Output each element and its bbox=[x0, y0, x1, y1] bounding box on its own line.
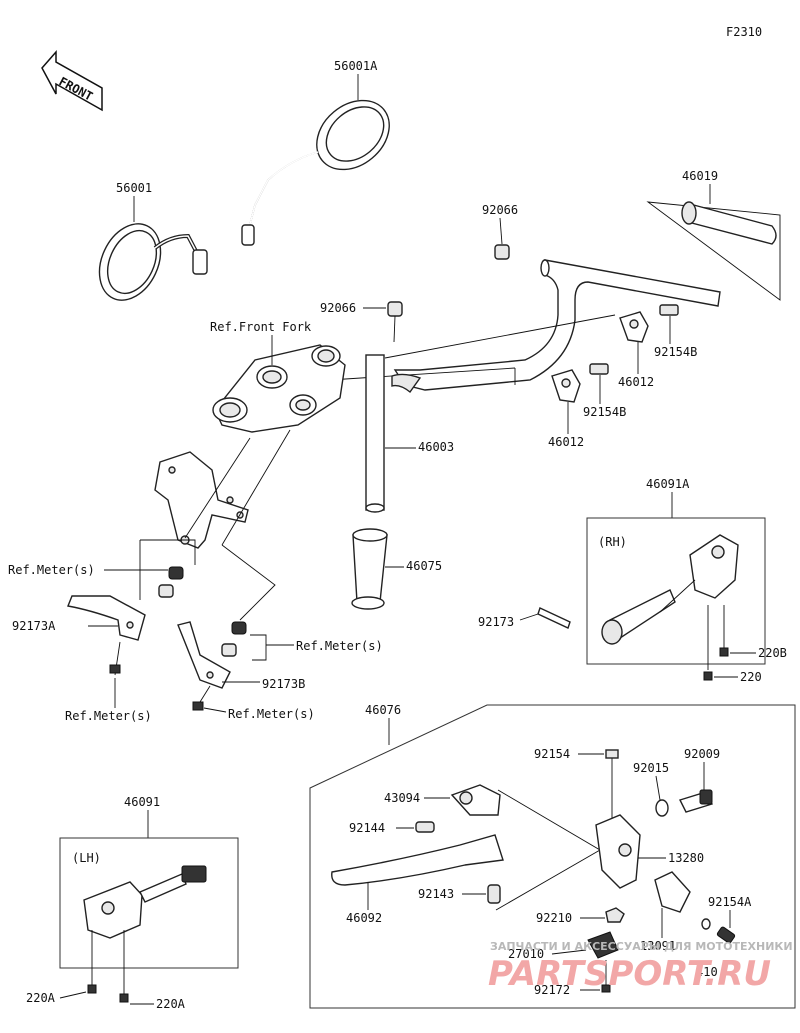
label-92173B: 92173B bbox=[262, 677, 305, 691]
switch-27010 bbox=[587, 931, 619, 959]
label-46012-b: 46012 bbox=[548, 435, 584, 449]
label-410: 410 bbox=[696, 965, 718, 979]
label-92143: 92143 bbox=[418, 887, 454, 901]
label-13091: 13091 bbox=[640, 939, 676, 953]
mirror-right bbox=[241, 99, 390, 246]
clamp-92173 bbox=[537, 607, 571, 629]
bar-end-plug-a bbox=[494, 244, 510, 260]
label-220A-b: 220A bbox=[156, 997, 186, 1011]
watermark-logo: PARTSPORT.RU bbox=[488, 954, 771, 994]
watermark-tagline: ЗАПЧАСТИ И АКСЕССУАРЫ ДЛЯ МОТОТЕХНИКИ bbox=[490, 940, 793, 953]
label-46092: 46092 bbox=[346, 911, 382, 925]
label-92066-a: 92066 bbox=[482, 203, 518, 217]
label-92144: 92144 bbox=[349, 821, 385, 835]
label-46075: 46075 bbox=[406, 559, 442, 573]
bolt-92154 bbox=[605, 749, 619, 818]
label-220: 220 bbox=[740, 670, 762, 684]
ref-meter-3: Ref.Meter(s) bbox=[296, 639, 383, 653]
label-92154B-a: 92154B bbox=[654, 345, 697, 359]
bolt-92009 bbox=[679, 789, 713, 813]
label-220B: 220B bbox=[758, 646, 787, 660]
washer-small bbox=[701, 918, 711, 930]
top-triple-clamp bbox=[212, 344, 346, 433]
ref-meter-1: Ref.Meter(s) bbox=[8, 563, 95, 577]
screw-220A-a bbox=[87, 930, 97, 994]
washer-92015 bbox=[655, 799, 669, 817]
bracket-92173A bbox=[67, 595, 146, 641]
label-92066-b: 92066 bbox=[320, 301, 356, 315]
label-92015: 92015 bbox=[633, 761, 669, 775]
holder-lower bbox=[551, 363, 609, 403]
label-92173: 92173 bbox=[478, 615, 514, 629]
front-arrow-icon: FRONT bbox=[41, 50, 103, 112]
lever-holder-13280 bbox=[595, 814, 641, 889]
label-46091: 46091 bbox=[124, 795, 160, 809]
label-56001A: 56001A bbox=[334, 59, 378, 73]
label-56001: 56001 bbox=[116, 181, 152, 195]
mirror-left bbox=[98, 223, 208, 301]
label-220A-a: 220A bbox=[26, 991, 56, 1005]
lh-switch-box bbox=[59, 837, 239, 969]
screw-220A-b bbox=[119, 930, 129, 1003]
label-92009: 92009 bbox=[684, 747, 720, 761]
label-92154B-b: 92154B bbox=[583, 405, 626, 419]
screw-right bbox=[192, 701, 204, 711]
spring-92144 bbox=[415, 821, 435, 833]
nut-92210 bbox=[605, 907, 625, 923]
lever-bracket-43094 bbox=[450, 784, 501, 816]
label-13280: 13280 bbox=[668, 851, 704, 865]
left-grip bbox=[351, 528, 388, 610]
lh-switch-assembly bbox=[83, 865, 207, 939]
ref-meter-4: Ref.Meter(s) bbox=[228, 707, 315, 721]
handlebar bbox=[329, 259, 721, 391]
grommet-b bbox=[221, 621, 247, 657]
screw-220 bbox=[703, 605, 713, 681]
label-46019: 46019 bbox=[682, 169, 718, 183]
rh-switch-box bbox=[586, 517, 766, 665]
ref-meter-2: Ref.Meter(s) bbox=[65, 709, 152, 723]
ref-front-fork: Ref.Front Fork bbox=[210, 320, 312, 334]
figure-code: F2310 bbox=[726, 25, 762, 39]
clutch-lever-box bbox=[309, 704, 796, 1009]
label-92210: 92210 bbox=[536, 911, 572, 925]
holder-upper bbox=[619, 304, 679, 343]
throttle-grip bbox=[646, 201, 781, 301]
screw-92172 bbox=[601, 960, 611, 993]
label-46076: 46076 bbox=[365, 703, 401, 717]
clamp-13091 bbox=[654, 871, 691, 913]
label-92154A: 92154A bbox=[708, 895, 752, 909]
collar-92143 bbox=[487, 884, 501, 904]
left-handlebar-tube bbox=[365, 354, 422, 513]
label-92154: 92154 bbox=[534, 747, 570, 761]
rh-switch-assembly bbox=[601, 534, 739, 645]
clutch-lever-46092 bbox=[331, 834, 504, 886]
screw-220B bbox=[719, 605, 729, 657]
lh-label: (LH) bbox=[72, 851, 101, 865]
label-27010: 27010 bbox=[508, 947, 544, 961]
meter-bracket bbox=[154, 429, 291, 549]
screw-left bbox=[109, 641, 121, 676]
label-46012-a: 46012 bbox=[618, 375, 654, 389]
bracket-92173B bbox=[177, 621, 231, 689]
bolt-92154A bbox=[716, 926, 736, 944]
grommet-a bbox=[158, 566, 184, 598]
label-92173A: 92173A bbox=[12, 619, 56, 633]
label-92172: 92172 bbox=[534, 983, 570, 997]
bar-end-plug-b bbox=[387, 301, 403, 343]
label-46091A: 46091A bbox=[646, 477, 690, 491]
label-43094: 43094 bbox=[384, 791, 420, 805]
rh-label: (RH) bbox=[598, 535, 627, 549]
label-46003: 46003 bbox=[418, 440, 454, 454]
